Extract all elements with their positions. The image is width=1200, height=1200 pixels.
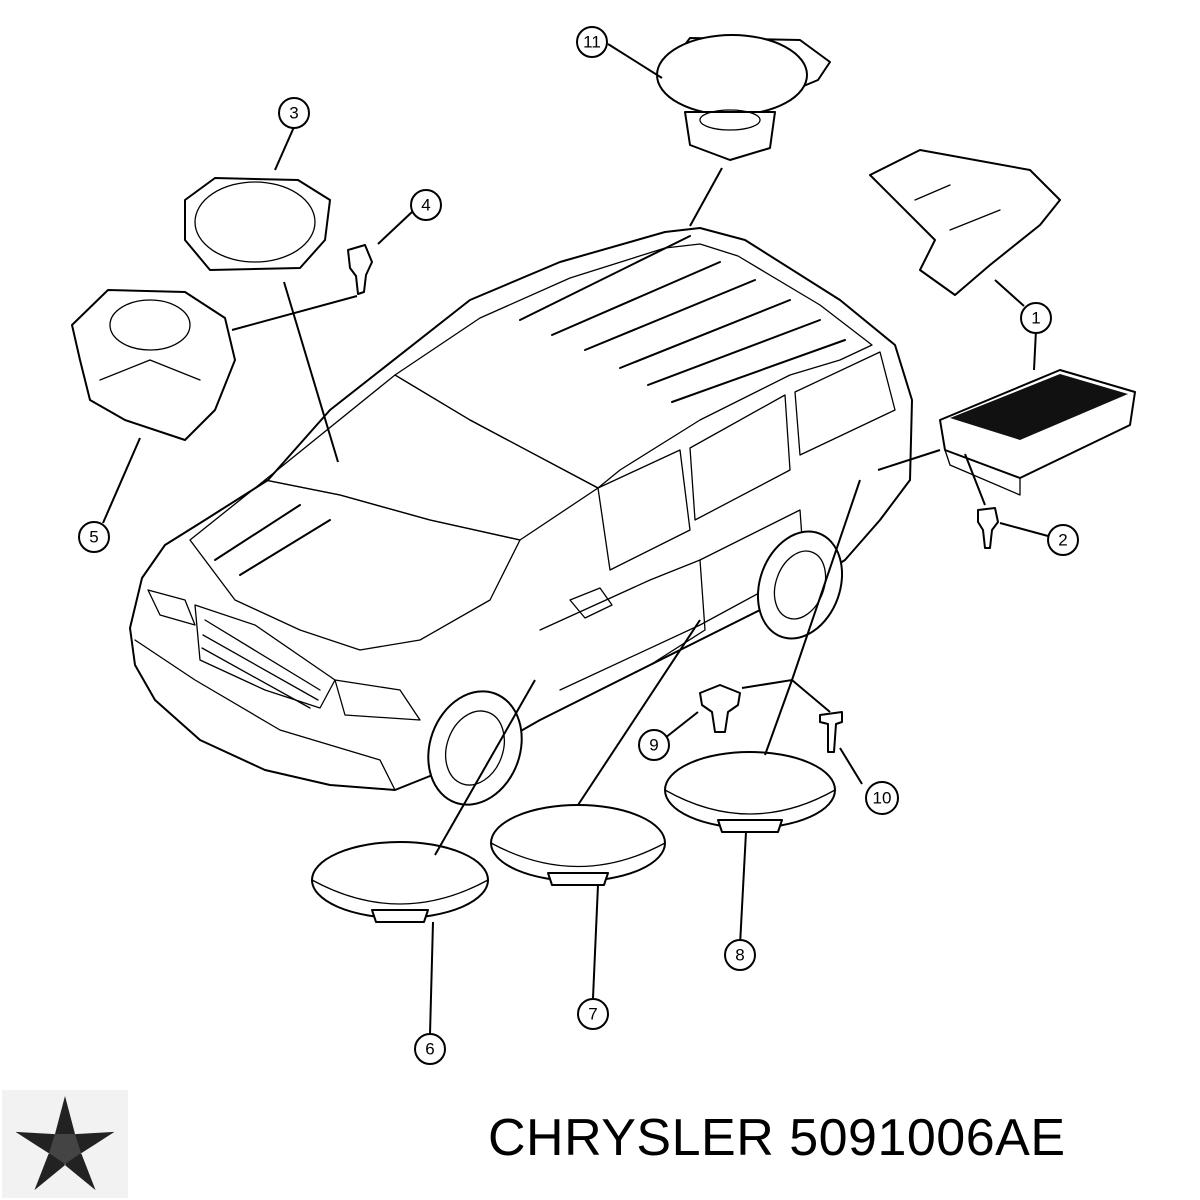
part-number: 5091006AE bbox=[789, 1109, 1066, 1167]
callout-label: 8 bbox=[735, 946, 744, 965]
part-2-screw bbox=[977, 507, 999, 549]
part-4-screw bbox=[347, 244, 373, 295]
callout-label: 7 bbox=[588, 1005, 597, 1024]
callout-5: 5 bbox=[78, 521, 110, 553]
callout-11: 11 bbox=[576, 26, 608, 58]
callout-label: 9 bbox=[649, 736, 658, 755]
callout-10: 10 bbox=[865, 781, 899, 815]
callout-label: 2 bbox=[1058, 531, 1067, 550]
callout-9: 9 bbox=[638, 729, 670, 761]
part-6-speaker bbox=[311, 841, 489, 923]
callout-label: 10 bbox=[873, 789, 892, 808]
callout-label: 11 bbox=[583, 33, 601, 52]
minivan-illustration bbox=[129, 227, 913, 806]
chrysler-pentastar-icon bbox=[2, 1090, 128, 1198]
part-1-amplifier-bracket bbox=[869, 149, 1061, 296]
part-5-speaker-bracket bbox=[71, 289, 236, 441]
callout-label: 1 bbox=[1031, 309, 1040, 328]
callout-label: 6 bbox=[425, 1040, 434, 1059]
part-3-speaker-adapter bbox=[184, 177, 331, 271]
part-9-clip bbox=[699, 684, 741, 733]
callout-label: 5 bbox=[89, 528, 98, 547]
amplifier bbox=[939, 369, 1136, 496]
part-caption: CHRYSLER 5091006AE bbox=[488, 1106, 1066, 1170]
callout-2: 2 bbox=[1047, 524, 1079, 556]
callout-7: 7 bbox=[577, 998, 609, 1030]
brand-name: CHRYSLER bbox=[488, 1109, 775, 1167]
part-7-speaker bbox=[490, 804, 666, 886]
callout-label: 3 bbox=[289, 104, 298, 123]
callout-4: 4 bbox=[410, 189, 442, 221]
part-11-overhead-speaker bbox=[656, 34, 831, 161]
part-8-speaker bbox=[664, 751, 836, 833]
callout-1: 1 bbox=[1020, 302, 1052, 334]
callout-8: 8 bbox=[724, 939, 756, 971]
part-10-push-pin bbox=[819, 711, 843, 753]
callout-3: 3 bbox=[278, 97, 310, 129]
callout-6: 6 bbox=[414, 1033, 446, 1065]
callout-label: 4 bbox=[421, 196, 430, 215]
leader-lines bbox=[102, 43, 1049, 1035]
